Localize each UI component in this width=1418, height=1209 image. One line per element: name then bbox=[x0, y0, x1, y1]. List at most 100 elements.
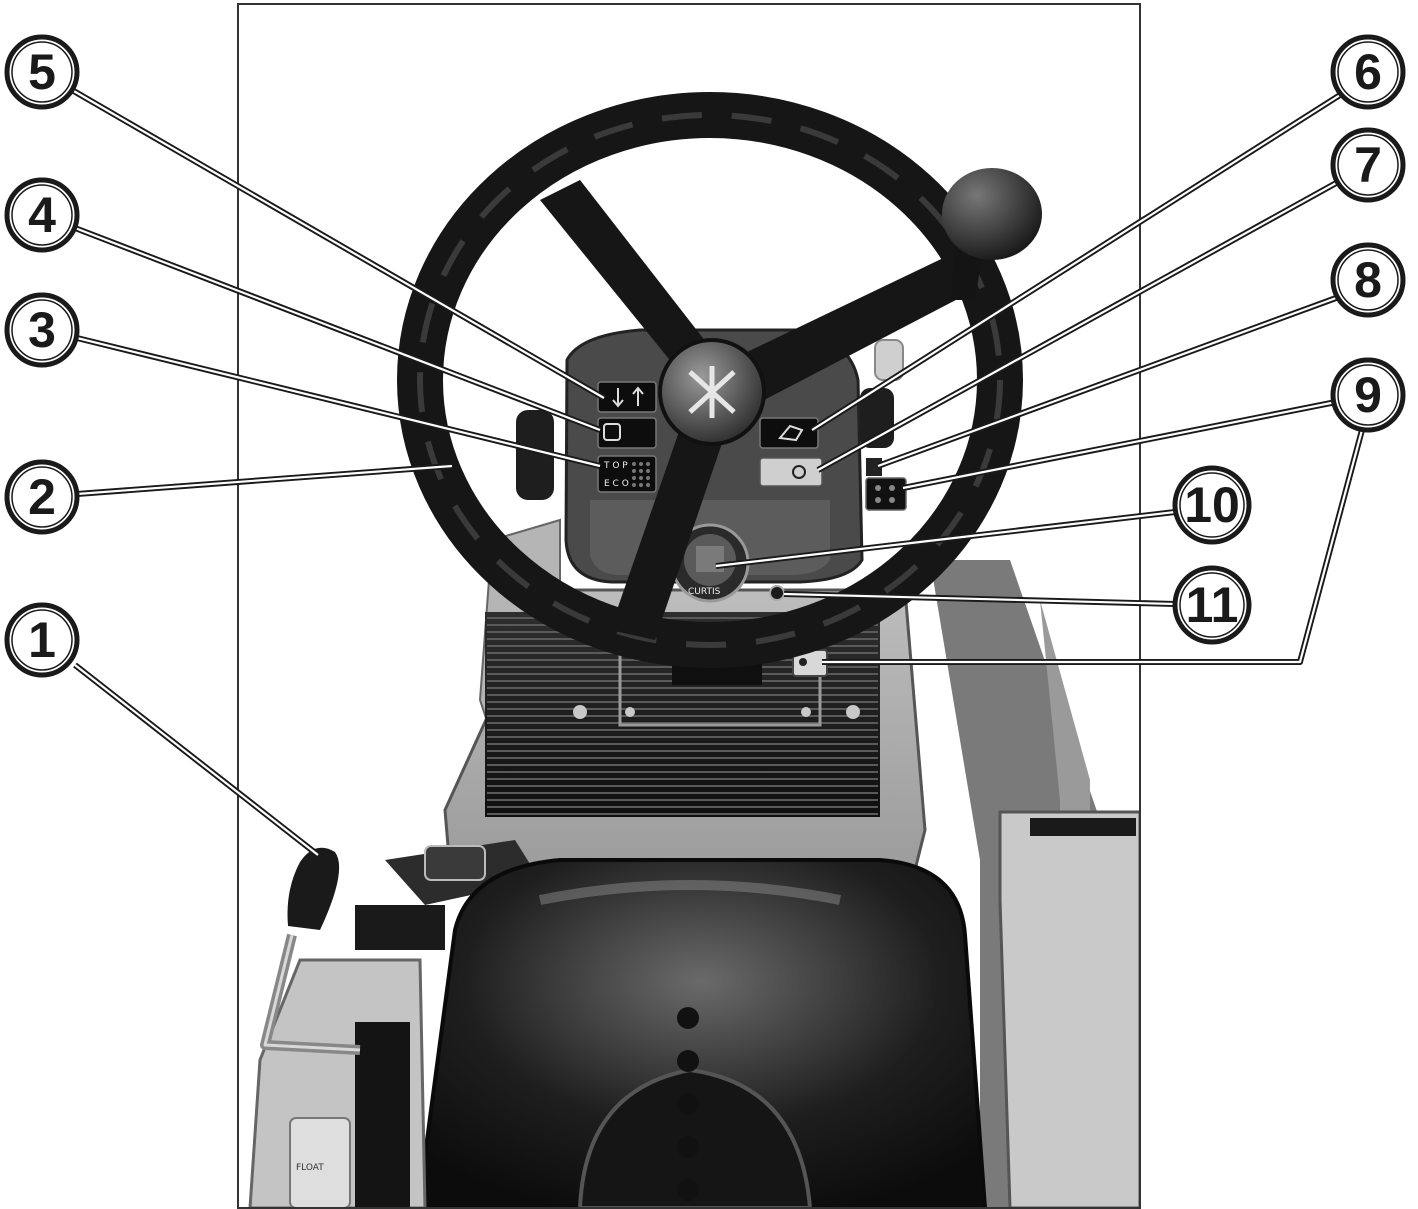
callout-3: 3 bbox=[4, 292, 80, 368]
key-switch[interactable] bbox=[769, 585, 785, 601]
switch-dot bbox=[632, 469, 636, 473]
callout-11: 11 bbox=[1172, 565, 1252, 645]
right-body-top-slot bbox=[1030, 818, 1136, 836]
switch-eco-label: E C O bbox=[604, 479, 629, 489]
lever-8[interactable] bbox=[866, 458, 882, 476]
machine-photo: T O P E C O CURTIS bbox=[238, 4, 1140, 1208]
switch-dot bbox=[646, 483, 650, 487]
switch-6-cleaning-icon bbox=[778, 424, 804, 442]
callout-circle bbox=[4, 34, 80, 110]
switch-9-dot-1 bbox=[875, 485, 881, 491]
operator-seat bbox=[415, 858, 988, 1208]
callout-2: 2 bbox=[4, 459, 80, 535]
spinner-knob-icon[interactable] bbox=[942, 168, 1042, 260]
leader-line-5-core bbox=[71, 89, 605, 399]
callout-number: 11 bbox=[1186, 577, 1239, 633]
switch-6[interactable] bbox=[759, 417, 819, 449]
switch-9-dot-4 bbox=[889, 497, 895, 503]
callout-circle bbox=[1172, 465, 1252, 545]
seat-dot bbox=[677, 1007, 699, 1029]
seat-dot bbox=[677, 1136, 699, 1158]
gauge-brand-label: CURTIS bbox=[688, 587, 721, 597]
switch-9-dot-2 bbox=[889, 485, 895, 491]
leader-line-4-core bbox=[74, 226, 601, 432]
right-body-panel bbox=[998, 810, 1140, 1208]
steering-spoke-right bbox=[720, 250, 975, 410]
callout-number: 8 bbox=[1354, 252, 1382, 308]
left-switch-bank: T O P E C O bbox=[597, 381, 657, 493]
callout-number: 3 bbox=[28, 302, 56, 358]
callout-inner-ring bbox=[11, 41, 73, 103]
callout-circle bbox=[1330, 242, 1406, 318]
seat-continuation-dots bbox=[677, 1007, 699, 1201]
callout-inner-ring bbox=[11, 299, 73, 361]
callout-9: 9 bbox=[1330, 357, 1406, 433]
callout-inner-ring bbox=[11, 184, 73, 246]
callout-inner-ring bbox=[11, 609, 73, 671]
leader-line-10-core bbox=[715, 510, 1176, 568]
switch-dot bbox=[639, 462, 643, 466]
switch-7[interactable] bbox=[759, 457, 823, 487]
callout-leaders bbox=[70, 87, 1365, 858]
seat-hinge-bracket bbox=[355, 905, 445, 950]
switch-dot bbox=[632, 483, 636, 487]
callout-5: 5 bbox=[4, 34, 80, 110]
callout-number: 7 bbox=[1354, 137, 1382, 193]
callout-7: 7 bbox=[1330, 127, 1406, 203]
leader-line-7-core bbox=[817, 181, 1339, 471]
mat-bolt-2 bbox=[846, 705, 860, 719]
callout-circle bbox=[4, 459, 80, 535]
callout-8: 8 bbox=[1330, 242, 1406, 318]
callout-number: 6 bbox=[1354, 44, 1382, 100]
callout-inner-ring bbox=[1337, 249, 1399, 311]
switch-9-upper[interactable] bbox=[865, 477, 907, 511]
callout-circle bbox=[1330, 127, 1406, 203]
callout-circle bbox=[1172, 565, 1252, 645]
switch-dot bbox=[632, 462, 636, 466]
callout-inner-ring bbox=[1179, 572, 1245, 638]
switch-dot bbox=[646, 469, 650, 473]
leader-line-11-core bbox=[783, 592, 1176, 606]
switch-4-light-icon bbox=[603, 423, 621, 441]
seat-tag bbox=[424, 845, 486, 881]
switch-dot bbox=[639, 476, 643, 480]
switch-5-arrows-icon bbox=[612, 386, 644, 408]
float-plate-label: FLOAT bbox=[296, 1163, 324, 1173]
leader-line-2-core bbox=[76, 464, 453, 496]
callout-number: 2 bbox=[28, 469, 56, 525]
callout-number: 10 bbox=[1184, 477, 1240, 533]
switch-top-label: T O P bbox=[603, 461, 628, 471]
callout-inner-ring bbox=[1337, 134, 1399, 196]
callout-circle bbox=[4, 292, 80, 368]
callout-circle bbox=[4, 602, 80, 678]
leader-line-9-core bbox=[902, 400, 1337, 490]
callout-bubbles: 1 2 3 4 5 6 7 8 9 10 11 bbox=[4, 34, 1406, 678]
callout-6: 6 bbox=[1330, 34, 1406, 110]
float-plate bbox=[289, 1117, 351, 1208]
switch-5[interactable] bbox=[597, 381, 657, 413]
switch-3-dots bbox=[632, 462, 650, 487]
lever-rod-highlight bbox=[263, 934, 361, 1052]
callout-number: 9 bbox=[1354, 367, 1382, 423]
switch-7-beacon-icon bbox=[792, 465, 806, 479]
switch-dot bbox=[632, 476, 636, 480]
seat-highlight bbox=[539, 880, 841, 905]
hub-logo-icon bbox=[688, 366, 736, 418]
callout-number: 1 bbox=[28, 612, 56, 668]
switch-4[interactable] bbox=[597, 417, 657, 449]
callout-4: 4 bbox=[4, 177, 80, 253]
squeegee-lever-handle[interactable] bbox=[287, 847, 340, 930]
switch-dot bbox=[639, 483, 643, 487]
seat-dot bbox=[677, 1093, 699, 1115]
callout-inner-ring bbox=[1179, 472, 1245, 538]
switch-dot bbox=[646, 476, 650, 480]
seat-dot bbox=[677, 1179, 699, 1201]
leader-line-6-core bbox=[811, 94, 1341, 431]
leader-line-9-lower-core bbox=[822, 429, 1364, 664]
leader-line-3-core bbox=[76, 336, 601, 468]
leader-line-8-core bbox=[877, 296, 1337, 468]
switch-dot bbox=[639, 469, 643, 473]
callout-inner-ring bbox=[11, 466, 73, 528]
lever-slot bbox=[355, 1022, 410, 1208]
